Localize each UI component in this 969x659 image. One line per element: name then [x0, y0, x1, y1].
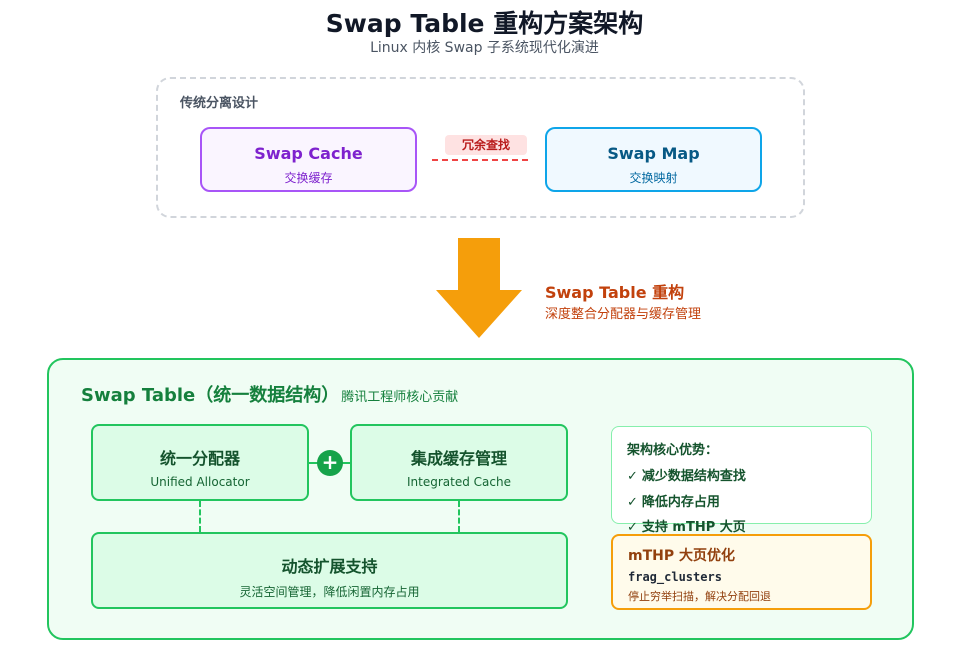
unified-allocator-title: 统一分配器	[159, 449, 240, 468]
mthp-optimization-title: mTHP 大页优化	[628, 548, 735, 564]
advantage-item: ✓支持 mTHP 大页	[627, 516, 746, 535]
swap-map-box: Swap Map 交换映射	[545, 127, 762, 192]
mthp-optimization-card: mTHP 大页优化 frag_clusters 停止穷举扫描，解决分配回退	[611, 534, 872, 610]
redundant-lookup-badge: 冗余查找	[445, 135, 527, 155]
dynamic-expansion-box: 动态扩展支持 灵活空间管理，降低闲置内存占用	[91, 532, 568, 609]
page-title: Swap Table 重构方案架构	[325, 9, 644, 38]
unified-allocator-box: 统一分配器 Unified Allocator	[91, 424, 309, 501]
core-advantages-title: 架构核心优势：	[627, 443, 719, 458]
swap-cache-box: Swap Cache 交换缓存	[200, 127, 417, 192]
advantage-item-label: 减少数据结构查找	[641, 469, 746, 484]
swap-table-title-text: Swap Table（统一数据结构）	[81, 385, 340, 406]
allocator-dynamic-connector	[199, 501, 201, 532]
frag-clusters-code: frag_clusters	[628, 570, 722, 584]
advantage-item-label: 降低内存占用	[641, 495, 720, 510]
check-icon: ✓	[627, 520, 638, 535]
refactor-subtitle: 深度整合分配器与缓存管理	[545, 307, 702, 322]
page-subtitle: Linux 内核 Swap 子系统现代化演进	[370, 40, 599, 56]
swap-cache-subtitle: 交换缓存	[284, 171, 333, 185]
down-arrow-icon	[436, 238, 522, 338]
swap-table-credit: 腾讯工程师核心贡献	[341, 390, 459, 405]
swap-map-subtitle: 交换映射	[629, 171, 678, 185]
swap-map-title: Swap Map	[607, 144, 700, 163]
swap-table-title: Swap Table（统一数据结构）腾讯工程师核心贡献	[81, 381, 458, 407]
swap-table-panel: Swap Table（统一数据结构）腾讯工程师核心贡献 统一分配器 Unifie…	[47, 358, 914, 640]
advantage-item-label: 支持 mTHP 大页	[641, 520, 746, 535]
unified-allocator-subtitle: Unified Allocator	[150, 475, 250, 489]
dynamic-expansion-title: 动态扩展支持	[281, 557, 378, 576]
core-advantages-card: 架构核心优势： ✓减少数据结构查找 ✓降低内存占用 ✓支持 mTHP 大页	[611, 426, 872, 535]
plus-icon: +	[317, 450, 343, 476]
dynamic-expansion-subtitle: 灵活空间管理，降低闲置内存占用	[239, 585, 420, 599]
cache-dynamic-connector	[458, 501, 460, 532]
check-icon: ✓	[627, 495, 638, 510]
redundant-link-line	[432, 159, 528, 161]
integrated-cache-title: 集成缓存管理	[410, 449, 507, 468]
mthp-optimization-subtitle: 停止穷举扫描，解决分配回退	[628, 590, 771, 603]
advantage-item: ✓减少数据结构查找	[627, 465, 746, 484]
legacy-design-panel: 传统分离设计 Swap Cache 交换缓存 冗余查找 Swap Map 交换映…	[156, 77, 805, 218]
swap-cache-title: Swap Cache	[254, 144, 363, 163]
refactor-title: Swap Table 重构	[545, 283, 685, 302]
integrated-cache-box: 集成缓存管理 Integrated Cache	[350, 424, 568, 501]
advantage-item: ✓降低内存占用	[627, 491, 720, 510]
legacy-design-label: 传统分离设计	[180, 96, 259, 111]
integrated-cache-subtitle: Integrated Cache	[407, 475, 511, 489]
check-icon: ✓	[627, 469, 638, 484]
